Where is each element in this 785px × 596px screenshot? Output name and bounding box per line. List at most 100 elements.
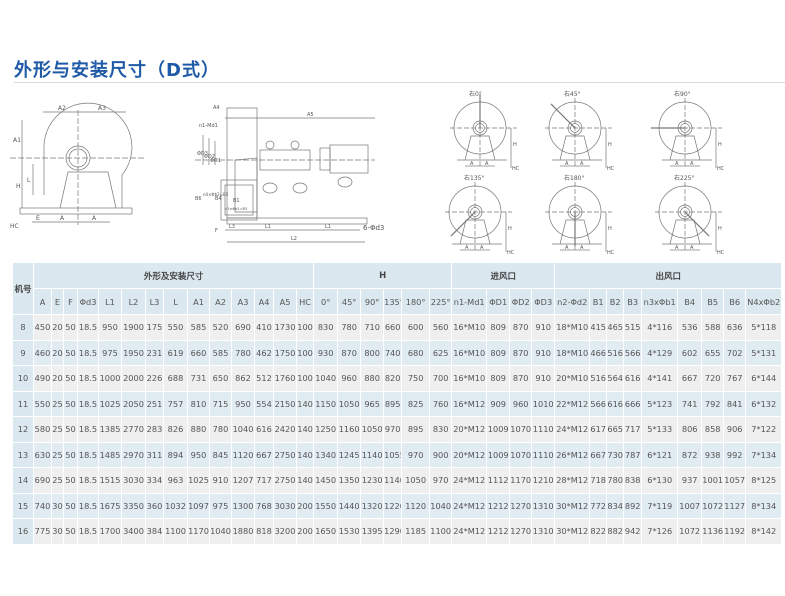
table-cell: 1000 (98, 365, 122, 392)
table-cell: 1750 (273, 339, 297, 366)
table-cell: 1120 (231, 441, 255, 468)
dim-label-h: H (16, 183, 21, 190)
table-cell: 937 (677, 467, 703, 494)
table-cell: 8*142 (745, 518, 783, 545)
table-cell: 18.5 (77, 416, 99, 443)
dim-a: A (580, 161, 584, 167)
dim-a: A (480, 245, 484, 251)
table-cell: 1010 (531, 390, 556, 417)
table-cell: 740 (383, 339, 403, 366)
table-cell: 834 (606, 492, 625, 519)
side-view-diagram: A4 A5 n1-Md1 ΦD3 ΦD2 ΦD1 B6 n4×Φb2=B5 B4… (195, 105, 384, 243)
dim-label-d1: ΦD1 (210, 158, 221, 164)
table-cell: 768 (254, 492, 274, 519)
machine-no-cell: 13 (12, 441, 34, 468)
table-cell: 2770 (121, 416, 146, 443)
table-cell: 16*M10 (451, 314, 488, 341)
table-cell: 3200 (273, 518, 297, 545)
header-group: 出风口 (554, 262, 783, 289)
dim-a: A (565, 161, 569, 167)
table-cell: 820 (383, 365, 403, 392)
table-cell: 619 (163, 339, 188, 366)
column-header: ΦD3 (531, 288, 556, 315)
dim-h: H (718, 142, 722, 148)
orientation-diagram-90: 右90° H HC A A (651, 90, 725, 172)
table-cell: 975 (98, 339, 122, 366)
table-cell: 1300 (231, 492, 255, 519)
table-cell: 566 (623, 339, 643, 366)
table-cell: 1050 (360, 416, 385, 443)
orientation-label: 右180° (564, 174, 584, 182)
column-header: 45° (337, 288, 362, 315)
table-cell: 1040 (231, 416, 255, 443)
table-cell: 1760 (273, 365, 297, 392)
table-cell: 909 (486, 390, 511, 417)
dim-a: A (675, 161, 679, 167)
table-cell: 231 (145, 339, 164, 366)
table-cell: 1250 (313, 416, 339, 443)
table-cell: 772 (589, 492, 608, 519)
dim-a: A (675, 245, 679, 251)
table-cell: 1950 (121, 339, 146, 366)
column-header: F (63, 288, 78, 315)
table-cell: 1009 (486, 416, 511, 443)
table-cell: 775 (33, 518, 52, 545)
table-cell: 894 (163, 441, 188, 468)
dim-label-a4: A4 (213, 105, 220, 111)
column-header: 0° (313, 288, 339, 315)
table-cell: 18.5 (77, 518, 99, 545)
table-cell: 30*M12 (554, 518, 591, 545)
column-header: n3xΦb1 (641, 288, 679, 315)
dim-label-e: E (36, 215, 40, 222)
table-cell: 700 (429, 365, 453, 392)
table-cell: 1025 (98, 390, 122, 417)
column-header: L (163, 288, 188, 315)
dim-label-a2: A2 (58, 105, 66, 112)
dim-a: A (565, 245, 569, 251)
table-cell: 1212 (486, 492, 511, 519)
table-cell: 895 (383, 390, 403, 417)
column-header: E (51, 288, 64, 315)
table-cell: 100 (295, 365, 315, 392)
table-cell: 690 (33, 467, 52, 494)
table-cell: 20*M12 (451, 441, 488, 468)
table-cell: 895 (401, 416, 431, 443)
column-header: B5 (701, 288, 725, 315)
table-cell: 1440 (337, 492, 362, 519)
table-cell: 702 (723, 339, 747, 366)
orientation-diagram-0: 右0° H HC A A (450, 90, 520, 172)
table-cell: 660 (383, 314, 403, 341)
table-cell: 717 (254, 467, 274, 494)
table-cell: 50 (63, 339, 78, 366)
table-cell: 841 (723, 390, 747, 417)
table-cell: 4*129 (641, 339, 679, 366)
table-cell: 251 (145, 390, 164, 417)
table-cell: 809 (486, 339, 511, 366)
table-cell: 845 (209, 441, 232, 468)
dim-label-b3: n3×Φb1=B3 (225, 207, 247, 211)
table-cell: 870 (509, 365, 533, 392)
dim-a: A (690, 245, 694, 251)
table-cell: 50 (63, 365, 78, 392)
table-cell: 415 (589, 314, 608, 341)
table-cell: 22*M12 (554, 390, 591, 417)
table-cell: 1730 (273, 314, 297, 341)
table-cell: 680 (401, 339, 431, 366)
table-cell: 18.5 (77, 365, 99, 392)
table-cell: 588 (701, 314, 725, 341)
table-cell: 825 (401, 390, 431, 417)
table-cell: 910 (209, 467, 232, 494)
column-header: 225° (429, 288, 453, 315)
table-cell: 20 (51, 314, 64, 341)
dim-hc: HC (607, 166, 615, 172)
table-cell: 1245 (337, 441, 362, 468)
table-cell: 25 (51, 416, 64, 443)
table-cell: 4*116 (641, 314, 679, 341)
dim-h: H (608, 142, 612, 148)
table-cell: 24*M12 (451, 467, 488, 494)
orientation-label: 右225° (674, 174, 694, 182)
table-cell: 7*122 (745, 416, 783, 443)
table-cell: 20 (51, 365, 64, 392)
